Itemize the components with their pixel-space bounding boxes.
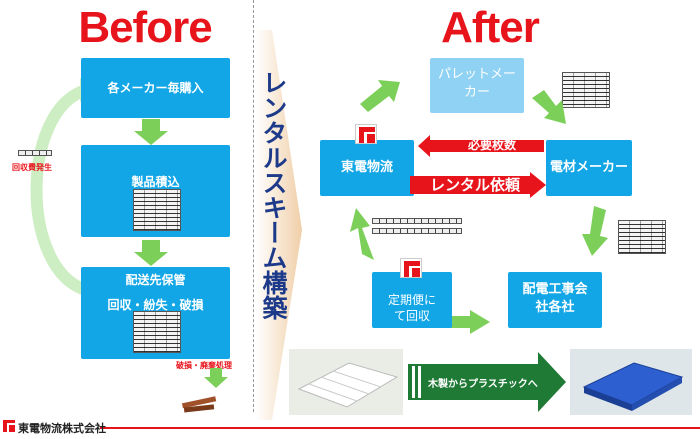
- haiden-label: 配電工事会社各社: [522, 282, 588, 315]
- down-arrow-icon: [134, 119, 168, 145]
- pallet-stack-icon: [562, 72, 610, 108]
- box-purchase: 各メーカー毎購入: [81, 58, 230, 118]
- denzai-label: 電材メーカー: [549, 160, 628, 175]
- pallet-stack-icon: [133, 189, 181, 231]
- recovery-cost-label: 回収費発生: [12, 163, 52, 172]
- down-arrow-icon: [134, 240, 168, 266]
- footer-logo-icon: [2, 419, 16, 433]
- before-title: Before: [78, 3, 212, 52]
- pallet-slab-icon: [372, 228, 462, 234]
- toden-label: 東電物流: [340, 160, 393, 175]
- pallet-slab-icon: [18, 150, 52, 156]
- pallet-stack-icon: [133, 311, 181, 353]
- box-toden: 東電物流: [320, 140, 414, 196]
- rental-request-label: レンタル依頼: [429, 176, 520, 194]
- box-stock: 製品積込: [81, 145, 230, 237]
- box-stock-label: 製品積込: [131, 175, 180, 189]
- down-arrow-icon: [204, 368, 228, 388]
- vertical-divider: [253, 0, 254, 412]
- scheme-arrow-icon: [256, 30, 302, 420]
- box-haiden: 配電工事会社各社: [508, 272, 602, 328]
- box-purchase-label: 各メーカー毎購入: [107, 81, 204, 95]
- pallet-stack-icon: [618, 220, 666, 254]
- box-pallet-maker: パレットメーカー: [430, 58, 524, 113]
- footer-company: 東電物流株式会社: [18, 422, 106, 435]
- toden-logo-icon: [400, 258, 422, 278]
- box-denzai: 電材メーカー: [546, 140, 632, 196]
- plastic-pallet-photo: [570, 349, 692, 415]
- box-dest-line2: 回収・紛失・破損: [107, 298, 204, 312]
- footer-line: [100, 427, 700, 429]
- pallet-slab-icon: [372, 218, 462, 224]
- box-regular: 定期便にて回収: [372, 272, 452, 328]
- disposal-label: 破損・廃棄処理: [176, 361, 232, 370]
- wood-to-plastic-label: 木製からプラスチックへ: [428, 379, 538, 390]
- toden-logo-icon: [355, 124, 377, 144]
- scheme-vertical-text: レンタルスキーム構築: [259, 70, 288, 320]
- broken-wood-icon: [181, 396, 217, 413]
- left-red-arrow-icon: [418, 135, 544, 157]
- pallet-maker-label: パレットメーカー: [437, 67, 516, 100]
- wood-to-plastic-arrow-icon: [408, 352, 566, 412]
- after-title: After: [441, 3, 540, 52]
- right-red-arrow-icon: [410, 172, 546, 198]
- box-dest-line1: 配送先保管: [125, 273, 186, 287]
- wooden-pallet-photo: [289, 349, 403, 415]
- regular-label: 定期便にて回収: [387, 293, 436, 323]
- required-qty-label: 必要枚数: [467, 138, 516, 152]
- box-destination: 配送先保管 回収・紛失・破損: [81, 267, 230, 359]
